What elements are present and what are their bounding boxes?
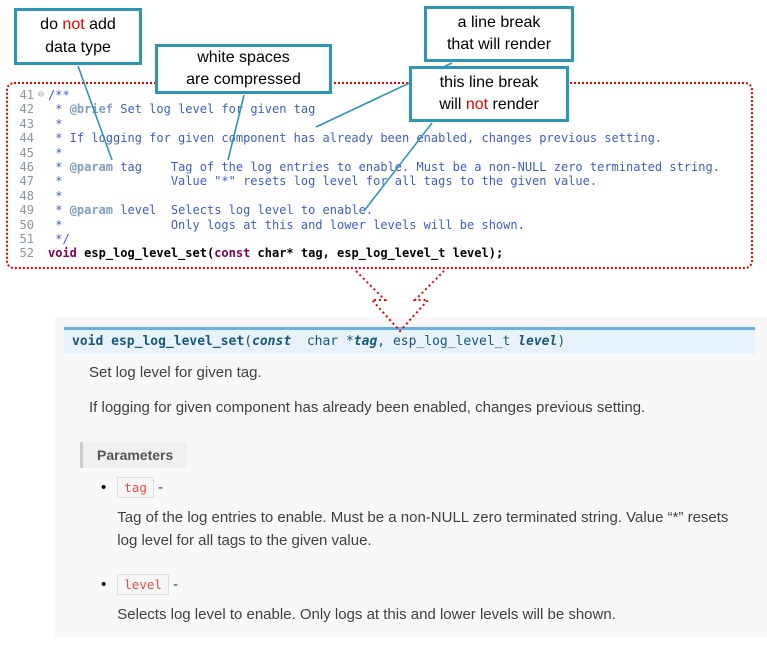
code-line: 51 */ <box>10 232 749 246</box>
param-name-chip: level <box>117 574 169 595</box>
line-number: 47 <box>19 174 34 189</box>
callout-text: data type <box>45 38 111 56</box>
fold-spacer <box>34 102 48 116</box>
fold-spacer <box>34 218 48 232</box>
code-line: 46 * @param tag Tag of the log entries t… <box>10 160 749 174</box>
callout-text: are compressed <box>186 71 301 88</box>
line-number: 49 <box>19 203 34 218</box>
code-line: 52 void esp_log_level_set(const char* tag… <box>10 246 749 260</box>
fold-spacer <box>34 174 48 188</box>
fold-spacer <box>34 117 48 131</box>
callout-text: do not add <box>40 16 116 34</box>
code-text: * <box>48 188 63 203</box>
code-line: 48 * <box>10 189 749 203</box>
fold-spacer <box>34 146 48 160</box>
code-text: * Only logs at this and lower levels wil… <box>48 217 525 232</box>
line-number: 52 <box>19 246 34 261</box>
code-text: * @param level Selects log level to enab… <box>48 203 374 218</box>
code-text: /** <box>48 88 70 102</box>
callout-do-not-add-data-type: do not add data type <box>14 8 142 65</box>
code-text: * If logging for given component has alr… <box>48 131 663 146</box>
param-name-chip: tag <box>117 477 154 498</box>
callout-text: that will render <box>446 36 552 53</box>
brief-description: Set log level for given tag. <box>89 364 262 381</box>
detailed-description: If logging for given component has alrea… <box>89 399 646 416</box>
callout-text: white spaces <box>197 48 290 66</box>
code-text: * <box>48 116 63 131</box>
fold-spacer <box>34 189 48 203</box>
code-line: 45 * <box>10 146 749 160</box>
parameters-heading: Parameters <box>80 442 188 468</box>
fold-spacer <box>34 160 48 174</box>
code-editor: 41⊖/**42 * @brief Set log level for give… <box>6 82 753 269</box>
line-number: 51 <box>19 231 34 246</box>
line-number: 44 <box>19 131 34 146</box>
line-number: 42 <box>19 102 34 117</box>
function-signature: void esp_log_level_set(const char *tag, … <box>64 327 755 354</box>
code-text: * Value "*" resets log level for all tag… <box>48 174 598 189</box>
code-line: 49 * @param level Selects log level to e… <box>10 203 749 217</box>
fold-spacer <box>34 203 48 217</box>
param-description: Tag of the log entries to enable. Must b… <box>117 509 729 549</box>
param-separator: - <box>153 479 164 496</box>
callout-white-spaces-compressed: white spaces are compressed <box>155 44 332 94</box>
line-number: 43 <box>19 116 34 131</box>
bullet-icon: • <box>101 576 107 593</box>
line-number: 45 <box>19 145 34 160</box>
code-text: void esp_log_level_set(const char* tag, … <box>48 246 504 261</box>
param-separator: - <box>168 576 179 593</box>
line-number: 48 <box>19 188 34 203</box>
code-text: * @brief Set log level for given tag <box>48 102 316 117</box>
param-item: • level - Selects log level to enable. Onl… <box>101 574 751 626</box>
callout-text: this line break <box>439 73 539 91</box>
code-text: * <box>48 145 63 160</box>
code-line: 43 * <box>10 117 749 131</box>
fold-spacer <box>34 232 48 246</box>
bullet-icon: • <box>101 479 107 496</box>
param-description: Selects log level to enable. Only logs a… <box>117 606 616 623</box>
code-line: 44 * If logging for given component has … <box>10 131 749 145</box>
callout-line-break-not-render: this line break will not render <box>409 66 569 122</box>
code-text: * @param tag Tag of the log entries to e… <box>48 159 720 174</box>
line-number: 50 <box>19 217 34 232</box>
fold-spacer <box>34 246 48 260</box>
line-number: 46 <box>19 159 34 174</box>
param-item: • tag - Tag of the log entries to enable. … <box>101 477 751 552</box>
code-line: 41⊖/** <box>10 88 749 102</box>
callout-line-break-renders: a line break that will render <box>424 6 574 62</box>
code-text: */ <box>48 231 70 246</box>
code-line: 47 * Value "*" resets log level for all … <box>10 174 749 188</box>
params-list: • tag - Tag of the log entries to enable. … <box>101 477 751 648</box>
code-lines: 41⊖/**42 * @brief Set log level for give… <box>10 88 749 261</box>
callout-text: will not render <box>439 96 539 113</box>
fold-spacer <box>34 131 48 145</box>
rendered-docs-panel <box>55 317 767 637</box>
line-number: 41 <box>19 88 34 102</box>
code-line: 50 * Only logs at this and lower levels … <box>10 218 749 232</box>
callout-text: a line break <box>457 13 541 31</box>
fold-icon: ⊖ <box>37 89 45 100</box>
code-line: 42 * @brief Set log level for given tag <box>10 102 749 116</box>
